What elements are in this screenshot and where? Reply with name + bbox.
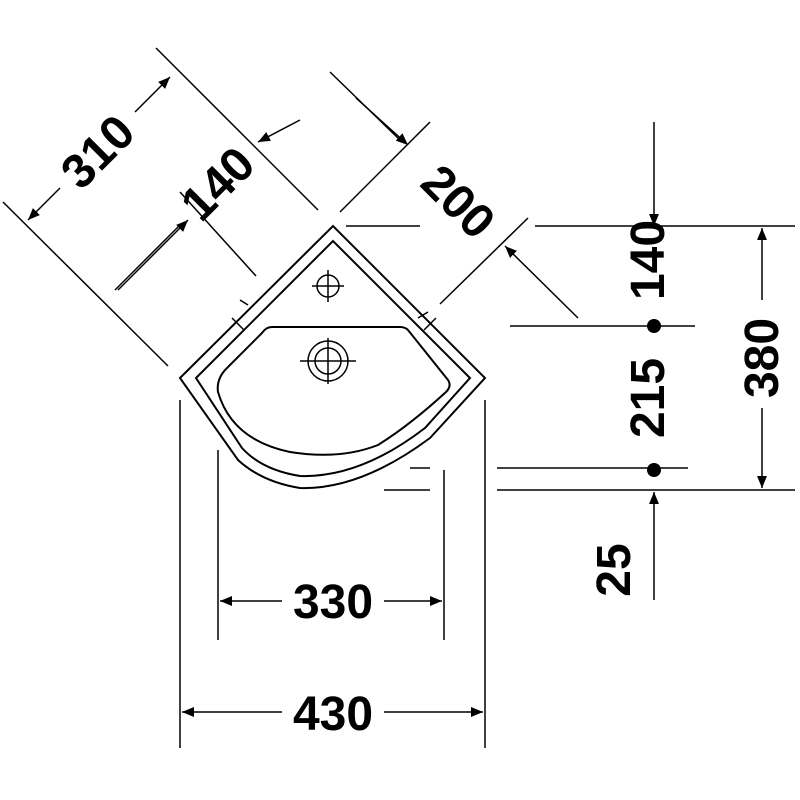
dim-310-arrow-a [27, 187, 61, 221]
extension-lines [2, 47, 795, 748]
dim-310-arrow-b [134, 76, 171, 113]
drain-hole [300, 338, 356, 384]
dim-label-215: 215 [622, 358, 675, 438]
dim-label-430: 430 [293, 688, 373, 741]
dimension-lines [27, 76, 767, 717]
dim-label-330: 330 [293, 576, 373, 629]
basin-outline [178, 224, 487, 490]
dim-label-140-diag: 140 [171, 137, 265, 231]
dim-200-arrow-a [257, 119, 301, 143]
basin-inner-rim [194, 239, 472, 478]
dim-200-arrow-b [355, 97, 409, 146]
dim-label-380: 380 [736, 318, 789, 398]
dim-label-140-vert: 140 [622, 220, 675, 300]
dim-point-top [647, 319, 661, 333]
dim-label-310: 310 [51, 105, 145, 199]
dim-label-200: 200 [411, 155, 505, 249]
dim-point-bottom [647, 463, 661, 477]
tap-hole [312, 270, 344, 302]
dim-label-25: 25 [588, 543, 641, 596]
basin-outer-rim [178, 224, 487, 490]
dim-140-arrow [117, 219, 189, 291]
dim-200-arrow-c [504, 245, 579, 319]
basin-bowl [216, 326, 451, 456]
wall-line [239, 299, 429, 319]
